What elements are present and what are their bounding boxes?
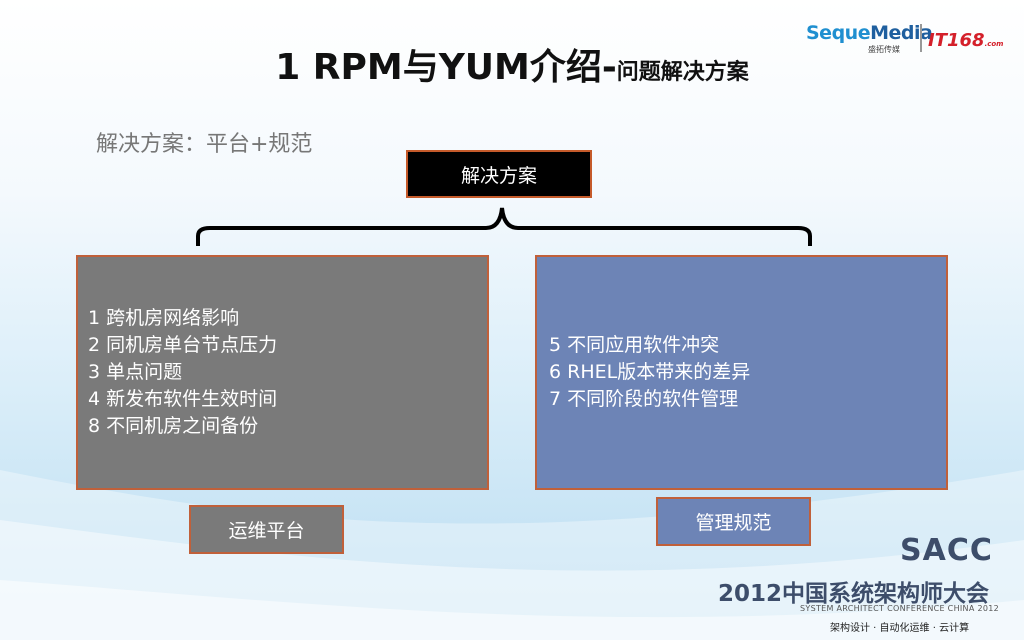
- it168-suffix: .com: [984, 40, 1004, 48]
- seque-cn-text: 盛拓传媒: [868, 45, 900, 54]
- ops-platform-label: 运维平台: [189, 505, 344, 554]
- list-item: 3 单点问题: [88, 361, 183, 383]
- it168-text: IT168: [928, 30, 985, 51]
- list-item: 2 同机房单台节点压力: [88, 334, 278, 356]
- standards-panel: 5 不同应用软件冲突 6 RHEL版本带来的差异 7 不同阶段的软件管理: [535, 255, 948, 490]
- it168-logo: IT168.com: [928, 30, 1003, 51]
- list-item: 6 RHEL版本带来的差异: [549, 361, 751, 383]
- platform-panel: 1 跨机房网络影响 2 同机房单台节点压力 3 单点问题 4 新发布软件生效时间…: [76, 255, 489, 490]
- logo-divider: [920, 24, 922, 52]
- list-item: 4 新发布软件生效时间: [88, 388, 278, 410]
- seque-text: Seque: [806, 22, 871, 44]
- seque-media-wordmark: SequeMedia: [806, 22, 933, 44]
- list-item: 1 跨机房网络影响: [88, 307, 240, 329]
- media-text: Media: [870, 22, 933, 44]
- list-item: 5 不同应用软件冲突: [549, 334, 720, 356]
- sacc-logo: SACC: [900, 533, 993, 568]
- page-title: 1 RPM与YUM介绍-问题解决方案: [0, 38, 1024, 90]
- seque-media-logo: SequeMedia 盛拓传媒 IT168.com: [806, 22, 1006, 56]
- lead-text: 解决方案：平台+规范: [96, 132, 313, 157]
- management-standards-label: 管理规范: [656, 497, 811, 546]
- list-item: 7 不同阶段的软件管理: [549, 388, 739, 410]
- standards-issue-list: 5 不同应用软件冲突 6 RHEL版本带来的差异 7 不同阶段的软件管理: [549, 332, 750, 413]
- platform-issue-list: 1 跨机房网络影响 2 同机房单台节点压力 3 单点问题 4 新发布软件生效时间…: [88, 305, 277, 440]
- title-main: 1 RPM与YUM介绍-: [275, 47, 617, 88]
- conference-subtitle: SYSTEM ARCHITECT CONFERENCE CHINA 2012: [800, 604, 1000, 613]
- solution-box: 解决方案: [406, 150, 592, 198]
- conference-tagline: 架构设计 · 自动化运维 · 云计算: [830, 623, 970, 634]
- list-item: 8 不同机房之间备份: [88, 415, 259, 437]
- conference-title: 2012中国系统架构师大会: [718, 581, 990, 607]
- curly-brace: [196, 207, 812, 246]
- title-sub: 问题解决方案: [616, 60, 749, 85]
